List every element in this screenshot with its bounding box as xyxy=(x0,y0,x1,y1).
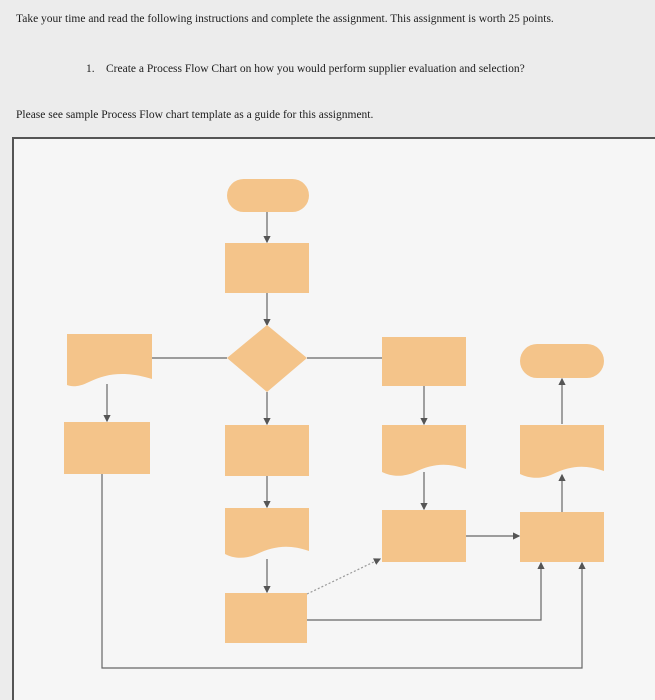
right-document-shape xyxy=(520,425,604,478)
task-number: 1. xyxy=(86,63,95,75)
flowchart-template-image xyxy=(12,137,655,700)
right-process-box xyxy=(520,512,604,562)
mr-process-box xyxy=(382,337,466,386)
template-note: Please see sample Process Flow chart tem… xyxy=(16,109,374,121)
connector-dashed-diagonal xyxy=(306,558,382,595)
bottom-process-box xyxy=(225,593,307,643)
connector-outer-loop xyxy=(101,447,586,669)
start-terminator-shape xyxy=(227,179,309,212)
mr-bottom-process-box xyxy=(382,510,466,562)
connector-bottom-to-right-process xyxy=(307,561,545,621)
left-document-shape xyxy=(67,334,152,387)
decision-diamond xyxy=(227,325,307,392)
connector-lines xyxy=(101,212,586,669)
intro-text: Take your time and read the following in… xyxy=(16,13,554,25)
flowchart-diagram xyxy=(64,179,604,669)
process-box-1 xyxy=(225,243,309,293)
task-text: Create a Process Flow Chart on how you w… xyxy=(106,63,525,75)
center-process-box-2 xyxy=(225,425,309,476)
center-document-shape xyxy=(225,508,309,558)
mr-document-shape xyxy=(382,425,466,476)
left-process-box xyxy=(64,422,150,474)
right-terminator-shape xyxy=(520,344,604,378)
flowchart-shapes xyxy=(64,179,604,643)
